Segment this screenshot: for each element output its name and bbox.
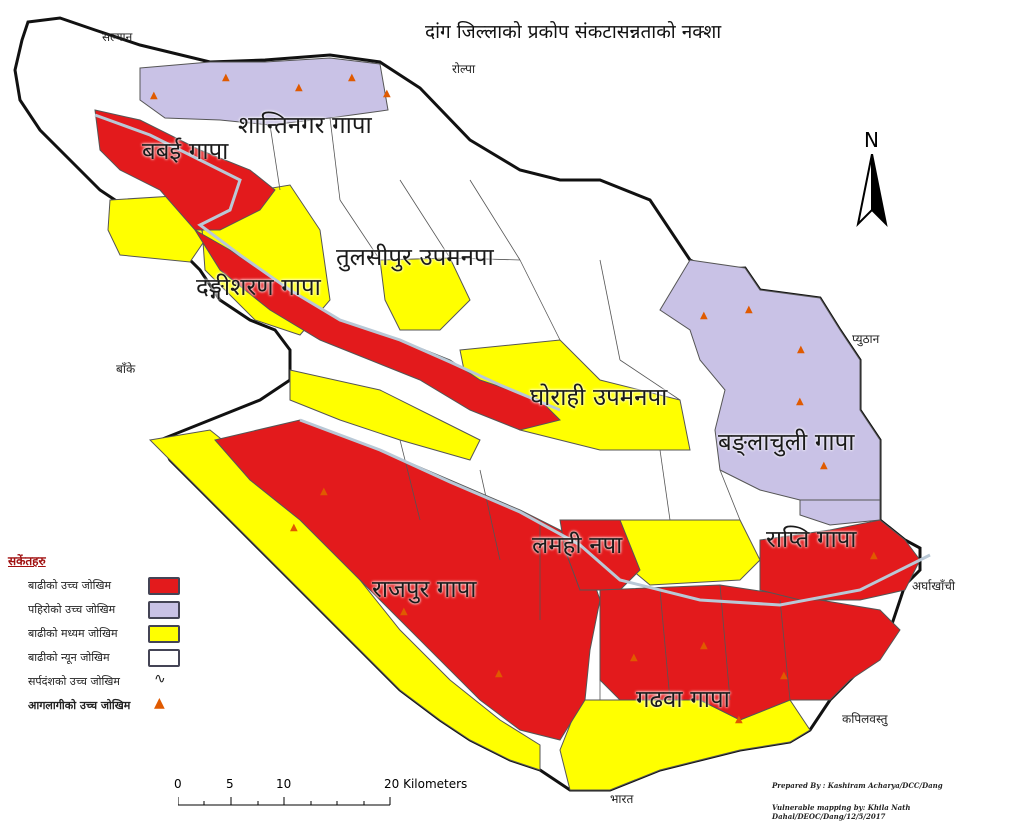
legend-label: बाढीको मध्यम जोखिम: [28, 627, 118, 640]
legend-item-landslide-high: पहिरोको उच्च जोखिम: [8, 599, 198, 623]
legend-label: आगलागीको उच्च जोखिम: [28, 699, 131, 712]
map-title: दांग जिल्लाको प्रकोप संकटासन्नताको नक्शा: [425, 21, 722, 43]
svg-text:▲: ▲: [495, 668, 503, 679]
svg-text:▲: ▲: [700, 640, 708, 651]
svg-text:▲: ▲: [383, 88, 391, 99]
svg-text:▲: ▲: [348, 72, 356, 83]
landslide-zone-rapti: [799, 499, 881, 526]
svg-text:▲: ▲: [320, 486, 328, 497]
credit-prepared: Prepared By : Kashiram Acharya/DCC/Dang: [772, 781, 943, 790]
legend-label: पहिरोको उच्च जोखिम: [28, 603, 116, 616]
scale-tick-0: 0: [174, 777, 182, 791]
svg-text:▲: ▲: [797, 344, 805, 355]
label-arghakhanchi: अर्घाखाँची: [912, 579, 956, 593]
river-rapti: [299, 418, 931, 607]
legend-item-flood-low: बाढीको न्यून जोखिम: [8, 647, 198, 671]
scale-tick-20: 20 Kilometers: [384, 777, 468, 791]
svg-text:▲: ▲: [400, 606, 408, 617]
svg-text:▲: ▲: [700, 310, 708, 321]
high-flood-zone-rajpur: [214, 419, 601, 741]
label-tulsipur: तुलसीपुर उपमनपा: [336, 243, 494, 271]
credit-vulnerable: Vulnerable mapping by: Khila Nath Dahal/…: [772, 803, 911, 821]
high-flood-zone-gadhawa: [599, 584, 901, 721]
legend-swatch: [148, 649, 180, 667]
north-label: N: [864, 128, 879, 152]
legend-swatch: [148, 577, 180, 595]
label-pyuthan: प्युठान: [852, 332, 880, 346]
label-rapti: राप्ति गापा: [766, 525, 857, 553]
label-rolpa: रोल्पा: [452, 62, 476, 76]
label-ghorahi: घोराही उपमनपा: [530, 383, 668, 411]
svg-text:▲: ▲: [735, 714, 743, 725]
scale-tick-10: 10: [276, 777, 292, 791]
scale-bar-line: [178, 797, 391, 806]
svg-text:▲: ▲: [150, 90, 158, 101]
medium-flood-zone-lamahi: [619, 519, 761, 586]
fire-icon: ▲: [154, 695, 165, 711]
svg-text:▲: ▲: [796, 396, 804, 407]
scale-tick-5: 5: [226, 777, 234, 791]
legend-label: बाढीको उच्च जोखिम: [28, 579, 112, 592]
legend-label: बाढीको न्यून जोखिम: [28, 651, 110, 664]
label-lamahi: लमही नपा: [532, 531, 623, 559]
landslide-zone-shantinagar: [139, 57, 389, 126]
legend-label: सर्पदंशको उच्च जोखिम: [28, 675, 120, 688]
legend-heading: सकेंतहरु: [8, 554, 46, 568]
north-arrow: N: [854, 128, 894, 228]
legend-item-snakebite: सर्पदंशको उच्च जोखिम ∿: [8, 671, 198, 695]
river-babai: [94, 113, 561, 412]
label-banglachuli: बङ्लाचुली गापा: [718, 428, 855, 456]
svg-text:▲: ▲: [780, 670, 788, 681]
medium-flood-zone-north-belt: [289, 369, 481, 461]
svg-text:▲: ▲: [222, 72, 230, 83]
scale-bar: 0 5 10 20 Kilometers: [170, 775, 490, 820]
label-kapilvastu: कपिलवस्तु: [842, 712, 888, 726]
label-dangisharan: दङ्गीशरण गापा: [196, 273, 321, 301]
label-salyan: सल्यान: [102, 30, 133, 44]
svg-text:▲: ▲: [820, 460, 828, 471]
label-babai: बबई गापा: [142, 137, 229, 165]
label-banke: बाँके: [116, 362, 136, 376]
snake-icon: ∿: [154, 671, 166, 687]
high-flood-zone-babai: [94, 109, 276, 231]
legend-swatch: [148, 601, 180, 619]
svg-text:▲: ▲: [870, 550, 878, 561]
svg-text:▲: ▲: [290, 522, 298, 533]
fire-markers: ▲ ▲ ▲ ▲ ▲ ▲ ▲ ▲ ▲ ▲ ▲ ▲ ▲ ▲ ▲ ▲ ▲ ▲ ▲: [150, 72, 878, 725]
legend-item-flood-high: बाढीको उच्च जोखिम: [8, 575, 198, 599]
north-arrow-icon: [856, 154, 888, 228]
label-rajpur: राजपुर गापा: [372, 575, 477, 603]
svg-text:▲: ▲: [630, 652, 638, 663]
legend-item-fire: आगलागीको उच्च जोखिम ▲: [8, 695, 198, 719]
ward-boundaries: [269, 117, 791, 701]
svg-text:▲: ▲: [745, 304, 753, 315]
label-shantinagar: शान्तिनगर गापा: [238, 111, 372, 139]
legend: सकेंतहरु बाढीको उच्च जोखिम पहिरोको उच्च …: [8, 552, 198, 719]
label-bharat: भारत: [610, 792, 634, 806]
label-gadhawa: गढवा गापा: [636, 685, 730, 713]
legend-item-flood-medium: बाढीको मध्यम जोखिम: [8, 623, 198, 647]
svg-text:▲: ▲: [295, 82, 303, 93]
legend-swatch: [148, 625, 180, 643]
